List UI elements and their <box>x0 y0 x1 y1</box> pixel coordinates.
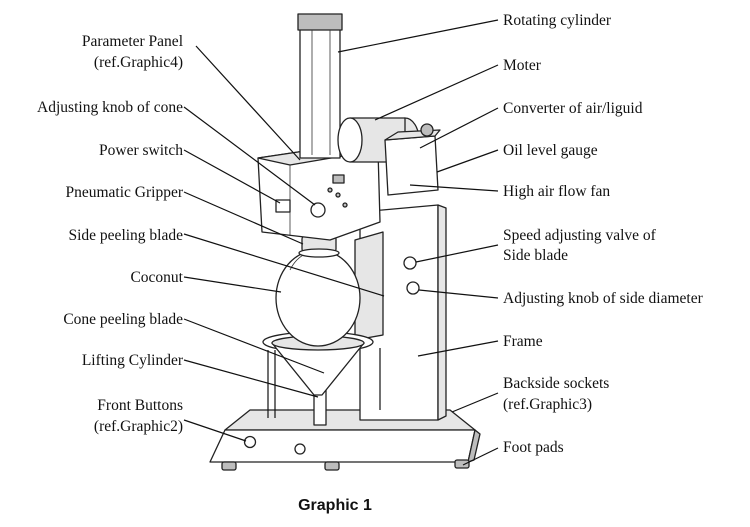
leader-fan <box>409 184 499 192</box>
foot-pad-right <box>454 459 470 469</box>
leader-gripper <box>183 191 304 245</box>
converter-cap <box>420 123 434 137</box>
label-cone-peeling-blade: Cone peeling blade <box>63 311 183 328</box>
foot-pad-mid <box>324 461 340 471</box>
leader-cone-knob <box>183 106 316 206</box>
leader-rotating-cylinder <box>337 19 499 53</box>
machine-illustration <box>209 13 481 471</box>
label-cone-knob: Adjusting knob of cone <box>37 99 183 116</box>
panel-display <box>332 174 345 184</box>
right-labels: Rotating cylinder Moter Converter of air… <box>503 12 704 456</box>
motor-face <box>337 117 363 163</box>
leader-backside-sockets <box>451 392 499 413</box>
leader-foot-pads <box>462 447 499 466</box>
leader-parameter-panel <box>195 45 301 161</box>
label-power-switch: Power switch <box>99 142 183 159</box>
label-side-peeling-blade: Side peeling blade <box>69 227 184 244</box>
label-moter: Moter <box>503 57 542 74</box>
label-front-buttons-line2: (ref.Graphic2) <box>94 418 183 435</box>
rotating-cylinder <box>299 27 341 159</box>
label-lifting-cylinder: Lifting Cylinder <box>82 352 184 369</box>
label-converter: Converter of air/liguid <box>503 100 643 117</box>
panel-dot-3 <box>342 202 348 208</box>
leader-frame <box>417 340 499 357</box>
label-oil-level-gauge: Oil level gauge <box>503 142 598 159</box>
leader-speed-valve <box>415 244 499 263</box>
leader-side-blade <box>183 233 385 297</box>
label-parameter-panel-line2: (ref.Graphic4) <box>94 54 183 71</box>
leader-oil-gauge <box>436 149 499 173</box>
leader-power-switch <box>183 149 281 204</box>
label-foot-pads: Foot pads <box>503 439 564 456</box>
foot-pad-left <box>221 461 237 471</box>
coconut <box>275 249 361 347</box>
label-front-buttons-line1: Front Buttons <box>97 397 183 414</box>
speed-valve-knob <box>403 256 417 270</box>
front-button-left <box>243 435 257 449</box>
label-pneumatic-gripper: Pneumatic Gripper <box>65 184 183 201</box>
panel-dot-2 <box>335 192 341 198</box>
leader-coconut <box>183 276 282 293</box>
label-backside-sockets-line2: (ref.Graphic3) <box>503 396 592 413</box>
side-diameter-knob <box>406 281 420 295</box>
label-rotating-cylinder: Rotating cylinder <box>503 12 612 29</box>
figure-caption: Graphic 1 <box>298 497 372 514</box>
frame-column-side <box>437 204 447 421</box>
label-parameter-panel-line1: Parameter Panel <box>82 33 183 50</box>
label-speed-valve-line1: Speed adjusting valve of <box>503 227 657 244</box>
leader-side-diameter <box>418 289 499 299</box>
label-backside-sockets-line1: Backside sockets <box>503 375 609 392</box>
leader-moter <box>374 64 499 121</box>
label-side-diameter-knob: Adjusting knob of side diameter <box>503 290 704 307</box>
label-speed-valve-line2: Side blade <box>503 247 568 264</box>
rotating-cylinder-cap <box>297 13 343 31</box>
label-coconut: Coconut <box>130 269 183 286</box>
left-labels: Parameter Panel (ref.Graphic4) Adjusting… <box>37 33 184 435</box>
front-button-right <box>294 443 306 455</box>
gripper-cup <box>298 248 340 258</box>
cone-peeling-blade <box>271 342 365 396</box>
panel-dot-1 <box>327 187 333 193</box>
label-high-air-flow-fan: High air flow fan <box>503 183 610 200</box>
label-frame: Frame <box>503 333 543 350</box>
leader-converter <box>419 107 499 149</box>
leader-lifting-cylinder <box>183 359 319 398</box>
leader-front-buttons <box>183 419 247 442</box>
leader-cone-blade <box>183 318 325 374</box>
leader-lines <box>183 19 499 466</box>
cone-knob-dial <box>310 202 326 218</box>
